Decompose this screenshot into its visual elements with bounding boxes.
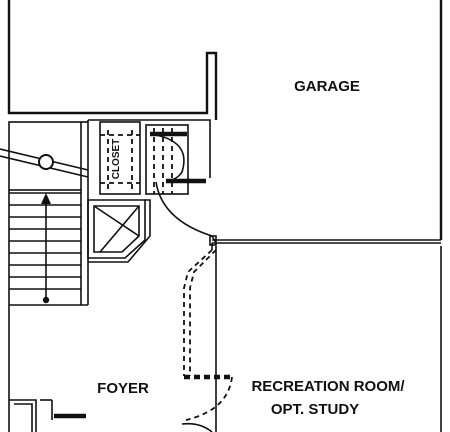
closet-door [145,124,206,195]
garage-label: GARAGE [294,78,360,95]
foyer-label: FOYER [97,380,149,397]
hall-door-swing [155,181,217,246]
circle-post-icon [38,154,54,170]
closet: CLOSET [99,121,141,195]
landing-box [87,199,151,263]
staircase [9,190,88,306]
hand-rail [0,148,89,178]
garage-walls [7,0,443,244]
optional-wall-dashed [183,249,233,421]
closet-label: CLOSET [111,139,122,180]
recreation-room-label: RECREATION ROOM/ [251,378,405,395]
up-arrow-icon [41,193,51,304]
opt-study-label: OPT. STUDY [271,401,359,418]
entry-door [54,413,213,432]
lower-walls [8,243,442,432]
